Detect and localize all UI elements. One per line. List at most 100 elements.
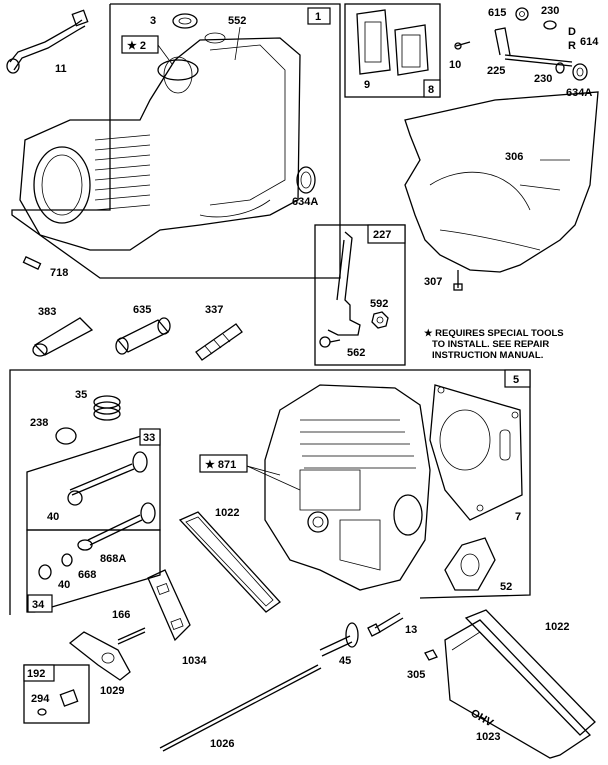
group-5-frame: 5 <box>9 369 531 615</box>
label-1029: 1029 <box>100 685 124 697</box>
label-166: 166 <box>112 609 130 621</box>
part-615-arm <box>515 7 529 21</box>
label-13: 13 <box>405 624 417 636</box>
group-5-label: 5 <box>513 374 519 386</box>
part-1023-valve-cover: OHV <box>444 619 592 759</box>
group-1-frame: 1 <box>11 3 341 279</box>
group-8-frame: 8 <box>344 3 441 98</box>
label-552: 552 <box>228 15 246 27</box>
part-10-screw <box>454 41 471 50</box>
label-35: 35 <box>75 389 87 401</box>
part-1034-plate <box>147 569 191 642</box>
valve-retainers <box>38 539 93 580</box>
note-line-1: ★ REQUIRES SPECIAL TOOLS <box>424 328 564 339</box>
label-238: 238 <box>30 417 48 429</box>
governor-lever <box>327 231 361 336</box>
part-230-washer-top <box>543 20 557 30</box>
part-592-nut <box>371 311 389 329</box>
special-tools-note: ★ REQUIRES SPECIAL TOOLS TO INSTALL. SEE… <box>424 328 564 361</box>
part-35-spring <box>93 395 121 421</box>
label-52: 52 <box>500 581 512 593</box>
label-306: 306 <box>505 151 523 163</box>
part-3-seal <box>172 13 198 29</box>
note-line-3: INSTRUCTION MANUAL. <box>432 350 543 361</box>
star-871-box <box>199 454 248 473</box>
label-562: 562 <box>347 347 365 359</box>
label-294: 294 <box>31 693 50 705</box>
group-33-label: 33 <box>143 432 155 444</box>
part-166-stud <box>117 627 146 645</box>
part-52-gasket <box>444 537 496 591</box>
label-225: 225 <box>487 65 505 77</box>
label-718: 718 <box>50 267 68 279</box>
part-383-tool <box>32 317 94 357</box>
label-615: 615 <box>488 7 506 19</box>
part-307-screw <box>453 270 463 291</box>
label-40-bottom: 40 <box>58 579 70 591</box>
part-1026-pushrod <box>159 664 322 752</box>
label-3: 3 <box>150 15 156 27</box>
label-635: 635 <box>133 304 151 316</box>
part-1022-gasket-left <box>178 511 281 613</box>
part-635-tool <box>115 317 171 355</box>
part-634a-seal-right <box>572 63 588 81</box>
label-star-2: ★ 2 <box>127 40 146 52</box>
part-634a-seal-block <box>296 166 316 194</box>
part-7-head-gasket <box>429 384 523 521</box>
label-1026: 1026 <box>210 738 234 750</box>
letter-d: D <box>568 26 576 38</box>
note-line-2: TO INSTALL. SEE REPAIR <box>432 339 549 350</box>
label-230-top: 230 <box>541 5 559 17</box>
label-668: 668 <box>78 569 96 581</box>
part-1029-rocker <box>68 631 131 681</box>
star-2-box <box>121 35 159 54</box>
group-192-frame: 192 <box>23 664 90 724</box>
breather-plate <box>394 24 429 76</box>
group-227-label: 227 <box>373 229 391 241</box>
label-star-871: ★ 871 <box>205 459 236 471</box>
label-307: 307 <box>424 276 442 288</box>
part-337-spark-plug <box>195 323 243 361</box>
exhaust-valve <box>67 451 148 506</box>
valve-cover-ohv-text: OHV <box>469 707 496 730</box>
part-305-nut <box>424 649 438 661</box>
group-1-label: 1 <box>315 11 321 23</box>
label-1023: 1023 <box>476 731 500 743</box>
engine-block <box>19 32 301 251</box>
label-1022-left: 1022 <box>215 507 239 519</box>
label-10: 10 <box>449 59 461 71</box>
label-1034: 1034 <box>182 655 207 667</box>
group-34-frame: 34 <box>26 529 161 613</box>
label-305: 305 <box>407 669 425 681</box>
part-230-washer-bottom <box>555 62 565 74</box>
cylinder-head <box>264 384 431 591</box>
label-45: 45 <box>339 655 351 667</box>
part-13-bolt <box>367 612 404 637</box>
part-11-tube <box>6 9 89 74</box>
part-238-cap <box>55 427 77 445</box>
label-9: 9 <box>364 79 370 91</box>
group-227-frame: 227 <box>314 224 406 366</box>
label-383: 383 <box>38 306 56 318</box>
label-634a-block: 634A <box>292 196 318 208</box>
label-40-top: 40 <box>47 511 59 523</box>
label-614: 614 <box>580 36 599 48</box>
part-45-rocker-stud <box>319 622 359 657</box>
part-9-plate <box>356 9 391 75</box>
part-562-bolt <box>319 336 341 348</box>
label-7: 7 <box>515 511 521 523</box>
part-governor-shaft <box>494 27 573 67</box>
label-868a: 868A <box>100 553 126 565</box>
part-718-dowel <box>22 256 42 270</box>
part-306-air-guide <box>404 91 599 273</box>
intake-valve <box>87 502 156 546</box>
group-34-label: 34 <box>32 599 45 611</box>
part-294-nut <box>37 689 79 716</box>
label-592: 592 <box>370 298 388 310</box>
group-8-label: 8 <box>428 84 434 96</box>
label-337: 337 <box>205 304 223 316</box>
label-11: 11 <box>55 63 67 75</box>
label-230-bottom: 230 <box>534 73 552 85</box>
group-192-label: 192 <box>27 668 45 680</box>
